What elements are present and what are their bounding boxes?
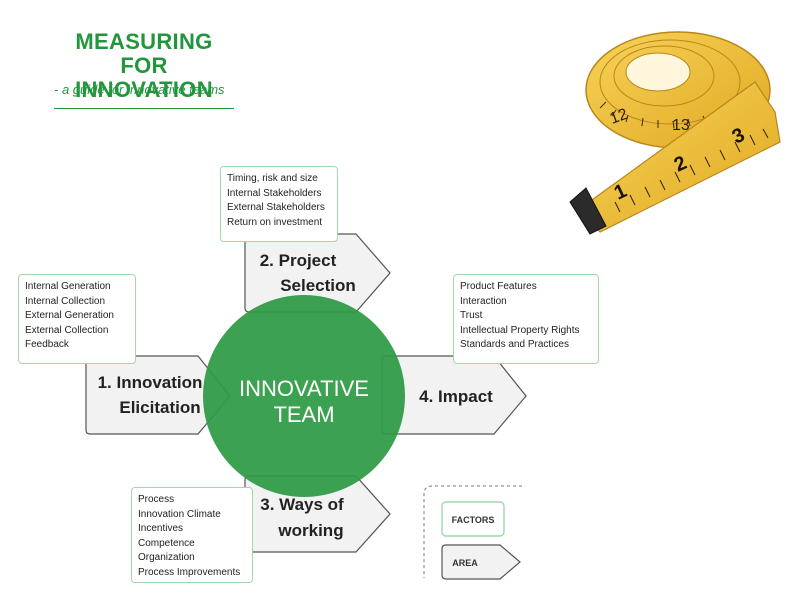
factor-item: Incentives [138, 523, 184, 534]
area-label-project-selection-1: 2. Project [260, 251, 337, 270]
factor-item: Product Features [460, 281, 537, 292]
area-label-innovation-elicitation-2: Elicitation [119, 398, 200, 417]
legend-factors-swatch [441, 501, 505, 537]
factor-item: Process [138, 494, 175, 505]
innovative-team-circle [203, 295, 405, 497]
factors-box-impact: Product Features Interaction Trust Intel… [453, 274, 599, 364]
factor-item: Internal Stakeholders [227, 187, 322, 199]
factor-item: External Stakeholders [227, 202, 325, 213]
factor-item: Feedback [25, 339, 69, 350]
factor-item: Competence [138, 537, 195, 549]
tape-number-13: 13 [672, 117, 690, 134]
title-line-2: INNOVATION [75, 77, 213, 102]
factor-item: Interaction [460, 295, 507, 307]
legend-area-swatch [441, 544, 521, 580]
title-divider [54, 108, 234, 109]
legend-area-label: AREA [452, 558, 478, 568]
page-subtitle: - a guide for innovative teams [54, 82, 225, 97]
factors-box-innovation-elicitation: Internal Generation Internal Collection … [18, 274, 136, 364]
factor-item: Timing, risk and size [227, 173, 318, 184]
factor-item: Internal Collection [25, 295, 106, 307]
factor-item: Intellectual Property Rights [460, 324, 580, 336]
area-label-ways-of-working-1: 3. Ways of [260, 495, 344, 514]
measuring-tape-icon: 12 13 1 2 3 [569, 31, 781, 235]
factor-item: Innovation Climate [138, 508, 221, 520]
tape-number-12: 12 [608, 106, 631, 128]
center-label-line-1: INNOVATIVE [239, 376, 369, 401]
factor-item: External Generation [25, 310, 114, 321]
center-label-line-2: TEAM [273, 402, 334, 427]
legend-border [423, 485, 522, 578]
factor-item: Internal Generation [25, 281, 111, 292]
factor-item: External Collection [25, 324, 109, 336]
factors-box-project-selection: Timing, risk and size Internal Stakehold… [220, 166, 338, 242]
area-label-impact: 4. Impact [419, 387, 493, 406]
page-title: MEASURING FOR INNOVATION [54, 30, 234, 102]
factor-item: Organization [138, 552, 195, 563]
legend-factors-label: FACTORS [452, 515, 495, 525]
factor-item: Standards and Practices [460, 339, 569, 350]
factor-item: Process Improvements [138, 566, 241, 578]
factor-item: Return on investment [227, 216, 323, 228]
area-label-ways-of-working-2: working [277, 521, 343, 540]
area-label-project-selection-2: Selection [280, 276, 356, 295]
factors-box-ways-of-working: Process Innovation Climate Incentives Co… [131, 487, 253, 583]
title-line-1: MEASURING FOR [75, 29, 213, 78]
area-label-innovation-elicitation-1: 1. Innovation [98, 373, 203, 392]
factor-item: Trust [460, 310, 483, 321]
